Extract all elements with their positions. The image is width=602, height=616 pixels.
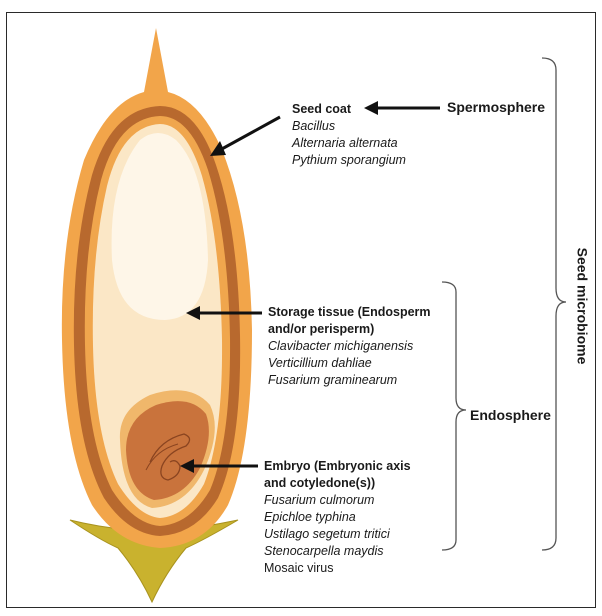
seed-coat-title: Seed coat xyxy=(292,101,406,118)
storage-tissue-label-group: Storage tissue (Endosperm and/or perispe… xyxy=(268,304,431,389)
organism-seed-coat-3: Pythium sporangium xyxy=(292,152,406,169)
organism-embryo-2: Epichloe typhina xyxy=(264,509,411,526)
storage-tissue-title-2: and/or perisperm) xyxy=(268,321,431,338)
seed-microbiome-label: Seed microbiome xyxy=(574,248,590,365)
embryo-title-2: and cotyledone(s)) xyxy=(264,475,411,492)
organism-storage-2: Verticillium dahliae xyxy=(268,355,431,372)
endosphere-bracket xyxy=(442,282,466,550)
endosphere-label: Endosphere xyxy=(470,407,551,423)
organism-embryo-4: Stenocarpella maydis xyxy=(264,543,411,560)
organism-embryo-virus: Mosaic virus xyxy=(264,560,411,577)
seed-microbiome-bracket xyxy=(542,58,566,550)
embryo-title-1: Embryo (Embryonic axis xyxy=(264,458,411,475)
organism-storage-3: Fusarium graminearum xyxy=(268,372,431,389)
organism-storage-1: Clavibacter michiganensis xyxy=(268,338,431,355)
arrow-seed-coat xyxy=(210,117,280,156)
seed-coat-label-group: Seed coat Bacillus Alternaria alternata … xyxy=(292,101,406,169)
organism-seed-coat-1: Bacillus xyxy=(292,118,406,135)
organism-seed-coat-2: Alternaria alternata xyxy=(292,135,406,152)
storage-tissue-title-1: Storage tissue (Endosperm xyxy=(268,304,431,321)
organism-embryo-1: Fusarium culmorum xyxy=(264,492,411,509)
embryo-label-group: Embryo (Embryonic axis and cotyledone(s)… xyxy=(264,458,411,577)
organism-embryo-3: Ustilago segetum tritici xyxy=(264,526,411,543)
spermosphere-label: Spermosphere xyxy=(447,99,545,115)
